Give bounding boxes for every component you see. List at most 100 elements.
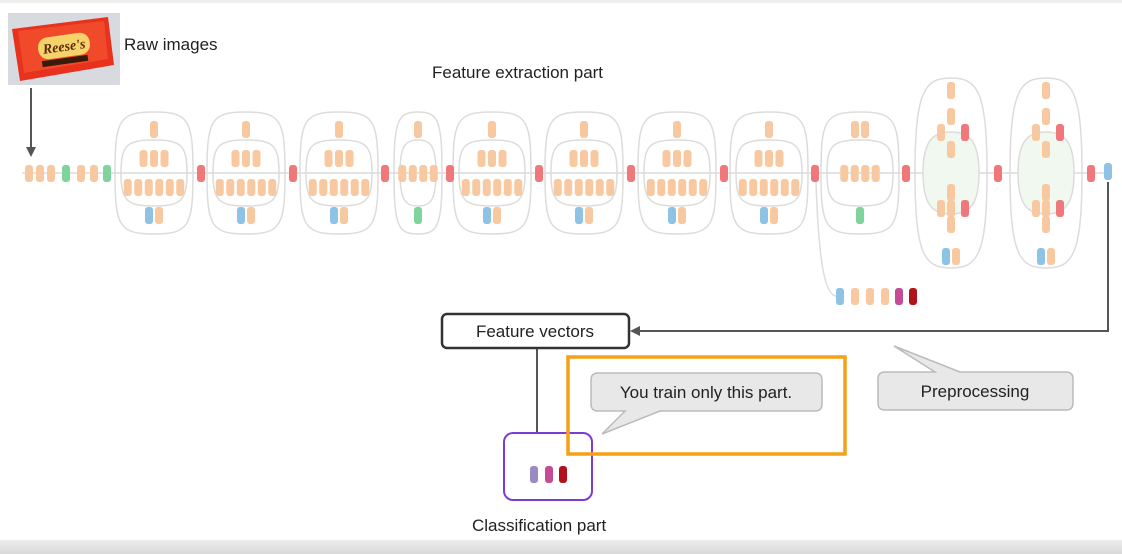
layer-node: [237, 207, 245, 224]
layer-node: [242, 150, 250, 167]
connection-line: [120, 172, 188, 207]
connection-line: [393, 111, 443, 174]
layer-node: [947, 200, 955, 217]
connection-line: [399, 172, 437, 207]
layer-node: [268, 179, 277, 196]
layer-node: [683, 150, 692, 167]
layer-node: [861, 121, 869, 138]
layer-node: [850, 165, 859, 182]
layer-node: [902, 165, 910, 182]
connection-line: [820, 172, 900, 235]
layer-node: [123, 179, 132, 196]
layer-node: [575, 207, 583, 224]
layer-node: [139, 150, 148, 167]
layer-node: [247, 207, 255, 224]
output-to-features-arrow: [630, 182, 1109, 336]
layer-node: [673, 121, 681, 138]
layer-node: [488, 150, 496, 167]
layer-node: [289, 165, 297, 182]
connection-line: [206, 172, 286, 235]
layer-node: [580, 121, 588, 138]
layer-node: [340, 207, 348, 224]
connection-line: [735, 139, 803, 174]
layer-node: [720, 165, 728, 182]
layer-node: [1032, 200, 1040, 217]
inception-network: [22, 77, 1112, 305]
layer-node: [1056, 200, 1064, 217]
classification-part-label: Classification part: [472, 516, 606, 535]
layer-node: [942, 248, 950, 265]
layer-node: [381, 165, 389, 182]
layer-node: [330, 207, 338, 224]
connection-line: [550, 139, 618, 174]
layer-node: [770, 207, 778, 224]
layer-node: [231, 150, 240, 167]
connection-line: [458, 172, 526, 207]
connection-line: [393, 172, 443, 235]
layer-node: [308, 179, 317, 196]
preprocessing-callout-text: Preprocessing: [921, 382, 1030, 401]
connection-line: [826, 139, 894, 174]
top-edge: [0, 0, 1122, 3]
layer-node: [103, 165, 111, 182]
connection-line: [735, 172, 803, 207]
layer-node: [361, 179, 370, 196]
layer-node: [503, 179, 512, 196]
layer-node: [760, 207, 768, 224]
connection-line: [544, 172, 624, 235]
layer-node: [329, 179, 338, 196]
layer-node: [150, 121, 158, 138]
layer-node: [488, 121, 496, 138]
connection-line: [914, 77, 988, 174]
layer-node: [134, 179, 143, 196]
connection-line: [820, 111, 900, 174]
connection-line: [1009, 77, 1083, 174]
classifier-node: [545, 466, 553, 483]
classifier-node: [530, 466, 538, 483]
raw-images-label: Raw images: [124, 35, 218, 54]
layer-node: [780, 179, 789, 196]
layer-node: [590, 150, 599, 167]
layer-node: [345, 150, 354, 167]
layer-node: [144, 179, 153, 196]
layer-node: [165, 179, 174, 196]
layer-node: [150, 150, 158, 167]
layer-node: [646, 179, 655, 196]
connection-line: [643, 172, 711, 207]
feature-vectors-label: Feature vectors: [476, 322, 594, 341]
connection-line: [729, 172, 809, 235]
layer-node: [483, 207, 491, 224]
layer-node: [77, 165, 85, 182]
layer-node: [414, 207, 422, 224]
layer-node: [1032, 124, 1040, 141]
layer-node: [866, 288, 874, 305]
layer-node: [574, 179, 583, 196]
layer-node: [909, 288, 917, 305]
layer-node: [759, 179, 768, 196]
layer-node: [678, 179, 687, 196]
layer-node: [961, 124, 969, 141]
connection-line: [212, 172, 280, 207]
layer-node: [1042, 108, 1050, 125]
layer-node: [1042, 216, 1050, 233]
connection-line: [826, 172, 894, 207]
layer-node: [90, 165, 98, 182]
layer-node: [770, 179, 779, 196]
layer-node: [429, 165, 438, 182]
layer-node: [319, 179, 328, 196]
layer-node: [881, 288, 889, 305]
feature-vectors-box: [440, 312, 631, 350]
layer-node: [1042, 184, 1050, 201]
layer-node: [688, 179, 697, 196]
layer-node: [937, 200, 945, 217]
layer-node: [947, 184, 955, 201]
connection-line: [637, 172, 717, 235]
connection-line: [458, 139, 526, 174]
layer-node: [335, 121, 343, 138]
layer-node: [414, 121, 422, 138]
layer-node: [775, 150, 784, 167]
layer-node: [657, 179, 666, 196]
layer-node: [472, 179, 481, 196]
layer-node: [564, 179, 573, 196]
